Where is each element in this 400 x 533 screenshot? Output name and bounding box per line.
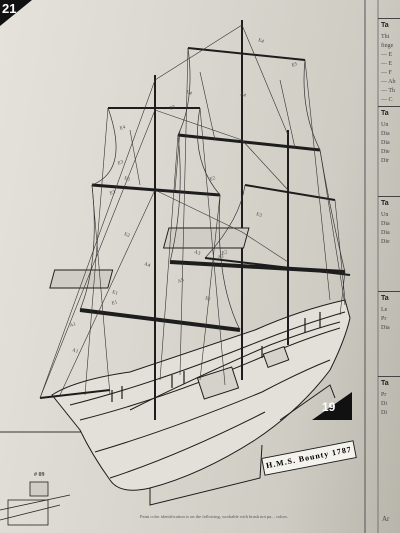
panel-line: — F (381, 70, 392, 76)
main-royal-yard (187, 47, 306, 61)
panel-separator (378, 106, 400, 107)
panel-line: Di (381, 401, 387, 407)
main-top (162, 227, 250, 249)
panel-title: Ta (381, 22, 389, 29)
main-topsail-yard (177, 133, 321, 152)
deck-hatch (196, 366, 240, 400)
panel-line: Un (381, 212, 389, 218)
panel-line: Dia (381, 131, 390, 137)
panel-line: Die (381, 149, 390, 155)
panel-line: — Ab (381, 79, 396, 85)
panel-line: Thi (381, 34, 390, 40)
crossjack-yard (204, 257, 351, 276)
panel-title: Ta (381, 295, 389, 302)
panel-line: Dia (381, 325, 390, 331)
step-number-21: 21 (2, 1, 17, 16)
panel-title: Ta (381, 380, 389, 387)
panel-line: Dia (381, 140, 390, 146)
deck-edge (129, 321, 341, 411)
fore-topsail-yard (91, 183, 221, 197)
inset-label: # 09 (34, 472, 45, 478)
fore-course-yard (79, 308, 241, 332)
panel-separator (378, 291, 400, 292)
bowsprit (39, 389, 111, 399)
stand (149, 444, 263, 506)
panel-line: — Th (381, 88, 396, 94)
step-badge-triangle (0, 0, 32, 26)
panel-line: Pr (381, 392, 387, 398)
panel-line: — E (381, 61, 393, 67)
hull-wale (109, 411, 266, 479)
panel-line: — C (381, 97, 393, 103)
mizzen-topsail-yard (244, 184, 336, 201)
panel-line: Die (381, 239, 390, 245)
hull-wale (94, 359, 331, 453)
panel-line: Dia (381, 221, 390, 227)
deck-hatch (262, 346, 290, 368)
panel-line: finge (381, 43, 394, 49)
caption: Paint color identification is on the fol… (140, 514, 288, 519)
panel-separator (378, 18, 400, 19)
step-number-19: 19 (322, 400, 336, 414)
stern-post (279, 384, 336, 421)
panel-line: — E (381, 52, 393, 58)
panel-line: Di (381, 410, 387, 416)
panel-line: Dia (381, 230, 390, 236)
panel-title: Ta (381, 110, 389, 117)
panel-line: Dir (381, 158, 389, 164)
bottom-right-label: Ar (382, 515, 390, 523)
step-badge-triangle (312, 392, 352, 420)
panel-separator (378, 196, 400, 197)
panel-title: Ta (381, 200, 389, 207)
panel-line: Le (381, 307, 388, 313)
panel-separator (378, 376, 400, 377)
panel-line: Pr (381, 316, 387, 322)
panel-line: Un (381, 122, 389, 128)
fore-top (49, 269, 114, 289)
detail-inset (0, 481, 71, 526)
